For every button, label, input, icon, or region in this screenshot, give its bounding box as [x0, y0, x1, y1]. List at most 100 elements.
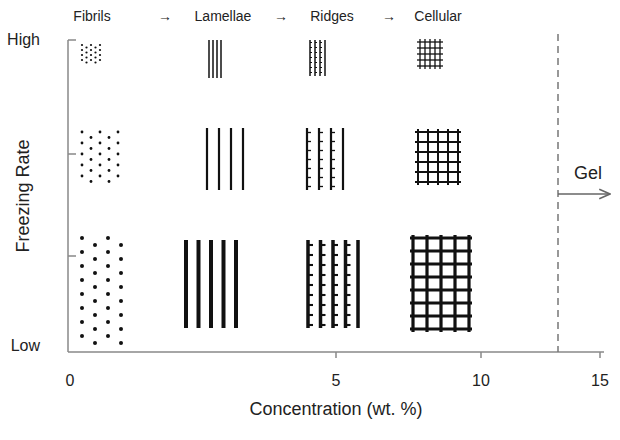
ridge-tick	[333, 324, 338, 326]
cell-wall	[410, 327, 472, 330]
fibril-dot	[81, 131, 84, 134]
cell-wall	[410, 262, 472, 265]
axis-level: High	[7, 31, 40, 49]
ridge-tick	[319, 177, 323, 178]
fibril-dot	[99, 153, 102, 156]
fibril-dot	[117, 142, 120, 145]
ridge-tick	[331, 177, 335, 178]
cell-wall	[415, 171, 461, 173]
ridge-tick	[308, 294, 313, 296]
cell-wall	[415, 141, 461, 143]
fibril-dot	[106, 250, 110, 254]
fibril-dot	[80, 334, 84, 338]
structure-name: Lamellae	[195, 9, 252, 24]
lamella	[208, 40, 210, 78]
fibril-dot	[106, 320, 110, 324]
fibril-dot	[80, 236, 84, 240]
sequence-arrow: →	[158, 9, 172, 24]
lamella	[212, 40, 214, 78]
ridge-tick	[308, 254, 313, 256]
ridge-tick	[307, 150, 311, 151]
fibril-dot	[106, 306, 110, 310]
cell-wall	[457, 129, 459, 185]
ridge-tick	[333, 294, 338, 296]
tick	[480, 352, 482, 358]
ridge-tick	[320, 67, 322, 68]
structure-name: Fibrils	[73, 9, 110, 24]
ridge-tick	[307, 141, 311, 142]
ridge-tick	[346, 294, 351, 296]
cell-wall	[410, 275, 472, 278]
y-axis	[67, 40, 69, 352]
ridge-tick	[321, 304, 326, 306]
ridge-tick	[310, 67, 312, 68]
cell-wall	[415, 151, 461, 153]
cell-wall	[417, 41, 443, 42]
cell-wall	[410, 314, 472, 317]
gel-boundary	[557, 34, 559, 352]
ridge-lamella	[342, 128, 344, 190]
fibril-dot	[90, 180, 93, 183]
ridge-tick	[333, 304, 338, 306]
fibril-dot	[93, 243, 97, 247]
fibril-dot	[90, 49, 92, 51]
ridge-tick	[308, 304, 313, 306]
ridge-tick	[331, 168, 335, 169]
ridge-tick	[331, 159, 335, 160]
tick	[335, 352, 337, 358]
gel-arrow	[558, 193, 610, 195]
fibril-dot	[90, 44, 92, 46]
fibril-dot	[117, 153, 120, 156]
fibril-dot	[94, 51, 96, 53]
ridge-tick	[308, 264, 313, 266]
ridge-tick	[307, 177, 311, 178]
ridge-tick	[321, 274, 326, 276]
lamella	[184, 240, 188, 328]
fibril-dot	[99, 131, 102, 134]
ridge-tick	[310, 72, 312, 73]
fibril-dot	[94, 46, 96, 48]
axis-title: Concentration (wt. %)	[249, 400, 422, 420]
lamella	[209, 240, 213, 328]
ridge-tick	[333, 284, 338, 286]
tick-label: 5	[332, 372, 341, 390]
lamella	[234, 240, 238, 328]
fibril-dot	[99, 164, 102, 167]
ridge-tick	[321, 264, 326, 266]
ridge-tick	[319, 150, 323, 151]
cell-wall	[417, 47, 443, 48]
fibril-dot	[108, 147, 111, 150]
fibril-dot	[85, 46, 87, 48]
fibril-dot	[81, 164, 84, 167]
ridge-tick	[310, 42, 312, 43]
fibril-dot	[117, 131, 120, 134]
fibril-dot	[119, 271, 123, 275]
cell-wall	[427, 129, 429, 185]
ridge-tick	[310, 52, 312, 53]
ridge-tick	[346, 244, 351, 246]
ridge-tick	[307, 159, 311, 160]
lamella	[242, 128, 244, 190]
ridge-tick	[346, 284, 351, 286]
fibril-dot	[106, 334, 110, 338]
ridge-tick	[321, 314, 326, 316]
ridge-lamella	[356, 240, 360, 328]
ridge-tick	[321, 244, 326, 246]
fibril-dot	[93, 341, 97, 345]
fibril-dot	[99, 59, 101, 61]
fibril-dot	[80, 306, 84, 310]
lamella	[222, 240, 226, 328]
cell-wall	[447, 129, 449, 185]
sequence-arrow: →	[382, 9, 396, 24]
fibril-dot	[108, 136, 111, 139]
structure-name: Cellular	[414, 9, 461, 24]
fibril-dot	[119, 341, 123, 345]
ridge-tick	[319, 141, 323, 142]
fibril-dot	[81, 175, 84, 178]
tick	[68, 39, 76, 41]
fibril-dot	[93, 327, 97, 331]
ridge-tick	[307, 186, 311, 187]
lamella	[206, 128, 208, 190]
ridge-tick	[308, 244, 313, 246]
ridge-tick	[333, 254, 338, 256]
